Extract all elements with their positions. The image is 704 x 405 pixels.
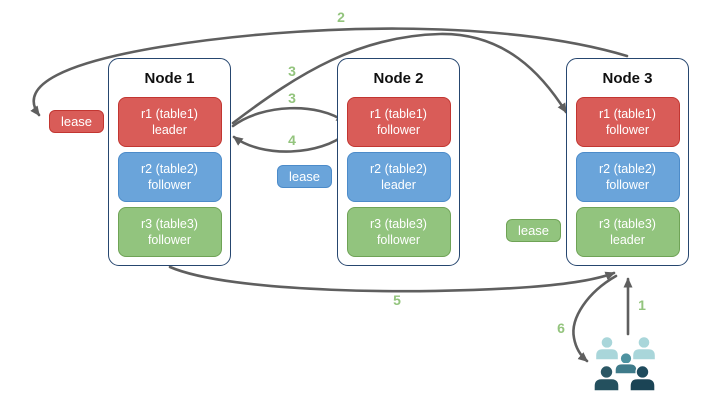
step-3-label-lower: 3 [288,90,296,106]
replica-role-label: follower [147,178,192,192]
replica-role-label: leader [152,123,187,137]
step-6-label: 6 [557,320,565,336]
replica-role-label: leader [381,178,416,192]
step-1-label: 1 [638,297,646,313]
lease-badge-r3: lease [506,219,561,242]
node-2-replica-r1: r1 (table1) follower [346,97,451,147]
lease-badge-r1: lease [49,110,104,133]
replica-role-label: follower [605,178,650,192]
node-2-replica-r2: r2 (table2) leader [346,152,451,202]
arrow-step-5-node1-to-node3 [168,265,616,293]
node-3-title: Node 3 [602,70,653,87]
node-2-replica-r3: r3 (table3) follower [346,207,451,257]
node-1-replica-r3: r3 (table3) follower [117,207,222,257]
replica-role-label: follower [376,233,421,247]
node-3-replica-r2: r2 (table2) follower [575,152,680,202]
replica-range-label: r2 (table2) [599,161,656,176]
replica-role-label: follower [147,233,192,247]
arrow-step-3-leader-to-node2 [231,106,347,128]
node-3: Node 3 r1 (table1) follower r2 (table2) … [566,58,689,266]
replica-role-label: follower [376,123,421,137]
step-4-label: 4 [288,132,296,148]
step-5-label: 5 [393,292,401,308]
replica-role-label: leader [610,233,645,247]
node-1-title: Node 1 [144,70,195,87]
replica-role-label: follower [605,123,650,137]
node-3-replica-r3: r3 (table3) leader [575,207,680,257]
node-3-replica-r1: r1 (table1) follower [575,97,680,147]
replica-range-label: r1 (table1) [141,106,198,121]
node-1-replica-r1: r1 (table1) leader [117,97,222,147]
replica-range-label: r1 (table1) [370,106,427,121]
node-2-title: Node 2 [373,70,424,87]
node-2: Node 2 r1 (table1) follower r2 (table2) … [337,58,460,266]
node-1-replica-r2: r2 (table2) follower [117,152,222,202]
replica-range-label: r3 (table3) [141,216,198,231]
replica-range-label: r3 (table3) [599,216,656,231]
replica-range-label: r1 (table1) [599,106,656,121]
replica-range-label: r3 (table3) [370,216,427,231]
replica-range-label: r2 (table2) [141,161,198,176]
step-3-label-upper: 3 [288,63,296,79]
replica-range-label: r2 (table2) [370,161,427,176]
node-1: Node 1 r1 (table1) leader r2 (table2) fo… [108,58,231,266]
users-group-icon [593,335,657,392]
step-2-label: 2 [337,9,345,25]
lease-badge-r2: lease [277,165,332,188]
